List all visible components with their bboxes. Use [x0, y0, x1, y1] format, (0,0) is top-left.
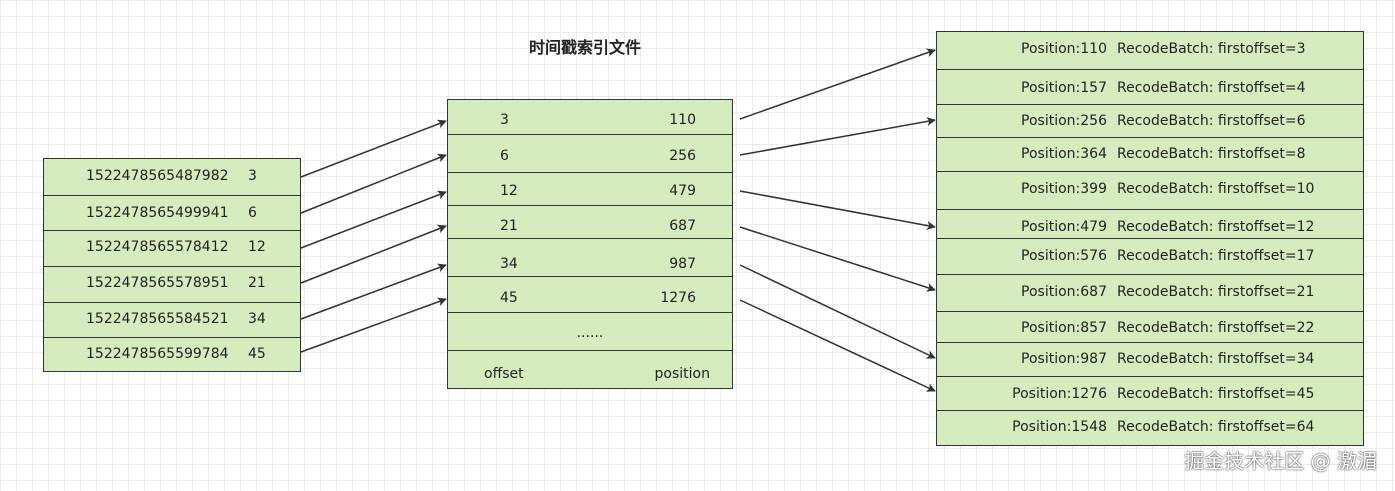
arrow-index-to-log [739, 264, 936, 359]
offset-index-row: 21 687 [448, 205, 732, 238]
arrow-ts-to-index [300, 190, 447, 249]
timestamp-offset: 12 [248, 239, 266, 255]
index-position: 110 [669, 112, 696, 128]
timestamp-value: 1522478565487982 [86, 168, 229, 184]
log-row: Position:576 RecodeBatch: firstoffset=17 [937, 238, 1363, 274]
offset-index-row: 3 110 [448, 100, 732, 134]
index-offset: 21 [500, 218, 518, 234]
log-batch: RecodeBatch: firstoffset=22 [1117, 320, 1315, 336]
timestamp-row: 1522478565584521 34 [44, 302, 300, 337]
index-position: 687 [669, 218, 696, 234]
log-position: Position:364 [1021, 146, 1107, 162]
log-batch: RecodeBatch: firstoffset=4 [1117, 80, 1306, 96]
log-position: Position:157 [1021, 80, 1107, 96]
index-offset: 45 [500, 290, 518, 306]
timestamp-row: 1522478565599784 45 [44, 337, 300, 373]
timestamp-offset: 34 [248, 311, 266, 327]
log-batch: RecodeBatch: firstoffset=10 [1117, 181, 1315, 197]
log-row: Position:256 RecodeBatch: firstoffset=6 [937, 104, 1363, 137]
timestamp-value: 1522478565578412 [86, 239, 229, 255]
index-position: 1276 [660, 290, 696, 306]
offset-label: offset [484, 366, 524, 382]
offset-index-row: 34 987 [448, 238, 732, 276]
log-batch: RecodeBatch: firstoffset=8 [1117, 146, 1306, 162]
timestamp-value: 1522478565499941 [86, 205, 229, 221]
offset-index-row: 6 256 [448, 134, 732, 172]
timestamp-offset: 45 [248, 346, 266, 362]
arrow-ts-to-index [300, 119, 447, 178]
diagram-title: 时间戳索引文件 [528, 38, 641, 57]
index-offset: 12 [500, 183, 518, 199]
timestamp-row: 1522478565499941 6 [44, 195, 300, 230]
index-offset: 6 [500, 148, 509, 164]
offset-index-ellipsis-row: ...... [448, 312, 732, 350]
log-batch: RecodeBatch: firstoffset=34 [1117, 351, 1315, 367]
timestamp-row: 1522478565578412 12 [44, 230, 300, 266]
log-position: Position:987 [1021, 351, 1107, 367]
ellipsis: ...... [576, 325, 604, 341]
watermark: 掘金技术社区 @ 激湄 [1184, 449, 1377, 473]
timestamp-row: 1522478565487982 3 [44, 159, 300, 195]
log-batch: RecodeBatch: firstoffset=64 [1117, 419, 1315, 435]
log-position: Position:687 [1021, 284, 1107, 300]
log-batch: RecodeBatch: firstoffset=6 [1117, 113, 1306, 129]
log-position: Position:399 [1021, 181, 1107, 197]
index-position: 987 [669, 256, 696, 272]
arrow-index-to-log [739, 226, 936, 292]
offset-index-header-row: offset position [448, 350, 732, 390]
index-position: 256 [669, 148, 696, 164]
offset-index-row: 45 1276 [448, 276, 732, 312]
log-batch: RecodeBatch: firstoffset=21 [1117, 284, 1315, 300]
log-row: Position:987 RecodeBatch: firstoffset=34 [937, 342, 1363, 376]
log-row: Position:857 RecodeBatch: firstoffset=22 [937, 311, 1363, 342]
log-row: Position:157 RecodeBatch: firstoffset=4 [937, 69, 1363, 104]
log-row: Position:1276 RecodeBatch: firstoffset=4… [937, 376, 1363, 410]
log-position: Position:256 [1021, 113, 1107, 129]
log-batch: RecodeBatch: firstoffset=3 [1117, 41, 1306, 57]
log-position: Position:1548 [1012, 419, 1107, 435]
timestamp-value: 1522478565599784 [86, 346, 229, 362]
log-row: Position:479 RecodeBatch: firstoffset=12 [937, 209, 1363, 238]
index-offset: 3 [500, 112, 509, 128]
arrow-ts-to-index [300, 263, 447, 320]
timestamp-offset: 3 [248, 168, 257, 184]
timestamp-offset: 6 [248, 205, 257, 221]
arrow-index-to-log [739, 48, 936, 120]
offset-index-table: 3 110 6 256 12 479 21 687 34 987 45 1276… [447, 99, 733, 389]
arrow-index-to-log [739, 190, 936, 230]
log-batch: RecodeBatch: firstoffset=45 [1117, 386, 1315, 402]
log-row: Position:399 RecodeBatch: firstoffset=10 [937, 171, 1363, 209]
log-row: Position:1548 RecodeBatch: firstoffset=6… [937, 410, 1363, 447]
log-position: Position:110 [1021, 41, 1107, 57]
log-position: Position:479 [1021, 219, 1107, 235]
index-offset: 34 [500, 256, 518, 272]
log-position: Position:857 [1021, 320, 1107, 336]
index-position: 479 [669, 183, 696, 199]
timestamp-value: 1522478565584521 [86, 311, 229, 327]
log-batch: RecodeBatch: firstoffset=17 [1117, 248, 1315, 264]
offset-index-row: 12 479 [448, 172, 732, 205]
arrow-index-to-log [739, 299, 936, 392]
log-batch: RecodeBatch: firstoffset=12 [1117, 219, 1315, 235]
arrow-index-to-log [739, 117, 936, 156]
log-segment-table: Position:110 RecodeBatch: firstoffset=3 … [936, 31, 1364, 446]
log-position: Position:1276 [1012, 386, 1107, 402]
timestamp-row: 1522478565578951 21 [44, 266, 300, 302]
timestamp-value: 1522478565578951 [86, 275, 229, 291]
timestamp-index-table: 1522478565487982 3 1522478565499941 6 15… [43, 158, 301, 372]
log-row: Position:110 RecodeBatch: firstoffset=3 [937, 32, 1363, 69]
arrow-ts-to-index [300, 224, 447, 284]
timestamp-offset: 21 [248, 275, 266, 291]
log-row: Position:364 RecodeBatch: firstoffset=8 [937, 137, 1363, 171]
position-label: position [654, 366, 710, 382]
arrow-ts-to-index [300, 153, 447, 214]
arrow-ts-to-index [300, 297, 447, 353]
log-row: Position:687 RecodeBatch: firstoffset=21 [937, 274, 1363, 311]
log-position: Position:576 [1021, 248, 1107, 264]
